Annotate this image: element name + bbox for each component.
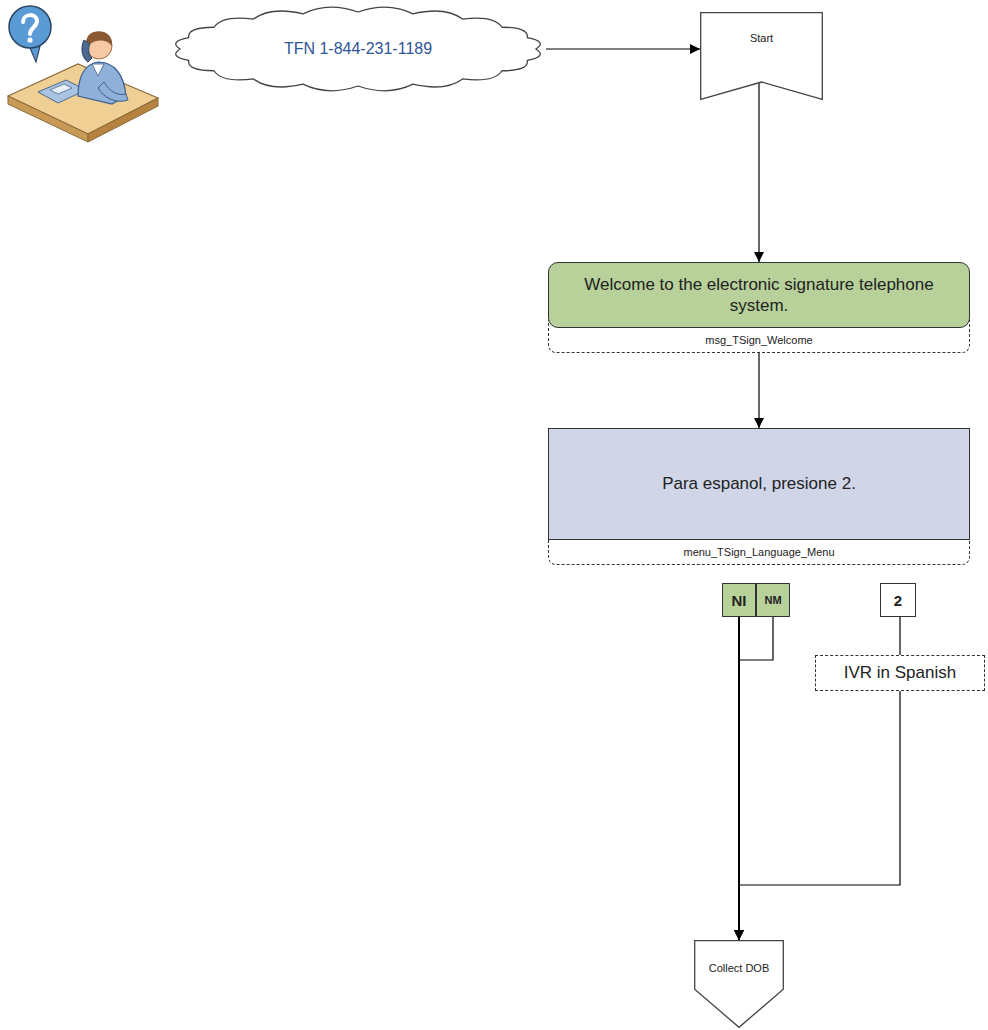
subflow-box: IVR in Spanish (815, 655, 985, 691)
box-content: IVR in Spanish (816, 656, 984, 690)
box-content: NM (757, 584, 789, 616)
node-label: NI (732, 592, 747, 609)
start-flag: Start (700, 12, 823, 100)
message-box: Welcome to the electronic signature tele… (548, 262, 970, 353)
node-id-label: msg_TSign_Welcome (705, 334, 812, 346)
offpage-path (695, 941, 784, 1028)
offpage-outline (694, 940, 784, 1028)
option-key: 2 (880, 583, 916, 617)
box-content: Collect DOB (694, 940, 784, 1028)
box-content: 2 (881, 584, 915, 616)
node-label: Start (750, 32, 773, 44)
box-body: Para espanol, presione 2. (548, 428, 970, 540)
node-label: Welcome to the electronic signature tele… (563, 274, 955, 317)
menu-box: Para espanol, presione 2. menu_TSign_Lang… (548, 428, 970, 565)
cloud-node: TFN 1-844-231-1189 (170, 3, 546, 95)
node-id-label: menu_TSign_Language_Menu (683, 546, 834, 558)
box-content: TFN 1-844-231-1189 (170, 3, 546, 95)
flow-connector (546, 48, 700, 49)
node-label: TFN 1-844-231-1189 (284, 40, 432, 58)
flow-connector (739, 691, 900, 940)
box-body: Welcome to the electronic signature tele… (548, 262, 970, 328)
box-content: NI (723, 584, 755, 616)
node-label: NM (764, 594, 781, 606)
flow-connector (758, 353, 759, 428)
flow-connector (758, 82, 759, 262)
cloud-path (176, 7, 540, 91)
node-label: Para espanol, presione 2. (662, 473, 856, 494)
flag-path (701, 13, 823, 100)
node-label: IVR in Spanish (844, 663, 956, 683)
box-content: Start (700, 12, 823, 100)
node-label: Collect DOB (709, 962, 770, 976)
caller-illustration (0, 0, 170, 145)
flow-connector (739, 617, 773, 940)
node-label: 2 (894, 592, 902, 609)
option-key: NI (722, 583, 756, 617)
flow-connector (899, 617, 900, 655)
option-key: NM (756, 583, 790, 617)
flag-outline (700, 12, 823, 100)
offpage-connector: Collect DOB (694, 940, 784, 1028)
